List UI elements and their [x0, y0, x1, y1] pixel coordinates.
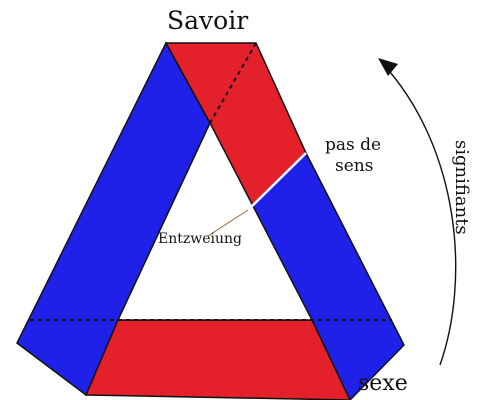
label-pas-de: pas de: [325, 137, 381, 154]
label-sexe: sexe: [358, 373, 408, 395]
label-sens: sens: [335, 158, 373, 175]
arrowhead: [378, 58, 398, 76]
label-signifiants: signifiants: [452, 140, 470, 235]
label-entzweiung: Entzweiung: [158, 232, 242, 246]
bottom-red-band: [86, 320, 350, 400]
curved-arrow-up-icon: [384, 65, 456, 365]
label-savoir: Savoir: [167, 8, 248, 33]
